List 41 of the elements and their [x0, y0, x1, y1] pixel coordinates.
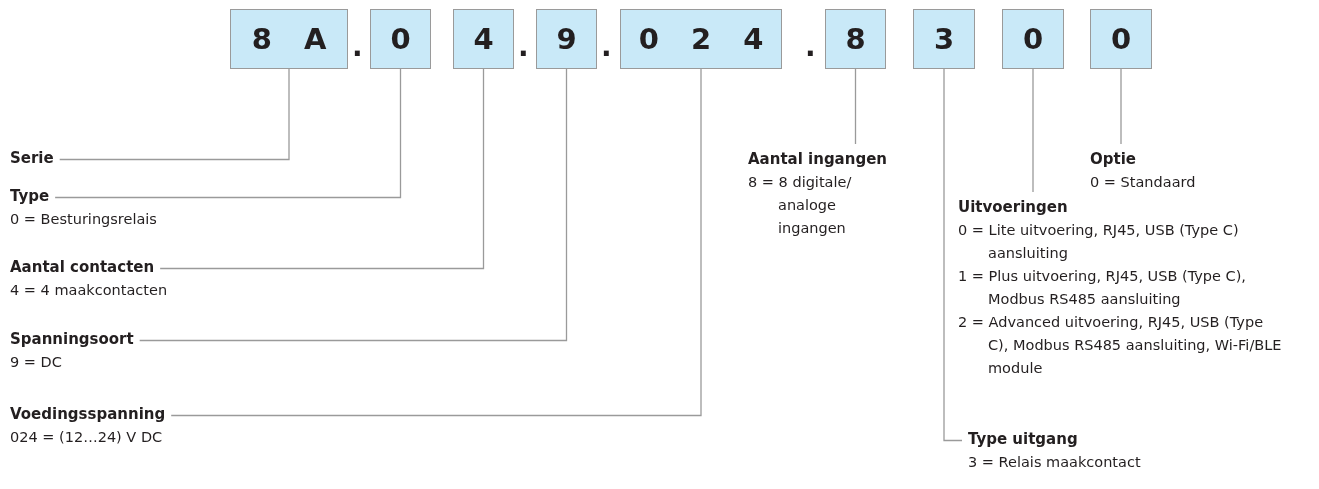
separator-dot: . — [352, 30, 363, 63]
code-digit-box: 0 — [1002, 9, 1064, 69]
leader-line — [1032, 68, 1034, 193]
code-digit-box: 8 A — [230, 9, 348, 69]
leader-line — [54, 68, 402, 199]
code-digit-box: 3 — [913, 9, 975, 69]
code-value-description: 0 = Standaard — [1090, 173, 1196, 192]
field-heading: Uitvoeringen — [958, 197, 1068, 218]
field-heading: Aantal contacten — [10, 257, 155, 278]
separator-dot: . — [805, 30, 816, 63]
field-heading: Spanningsoort — [10, 329, 134, 350]
code-value-description: 2 = Advanced uitvoering, RJ45, USB (Type C), Modbus RS485 aansluiting, Wi-Fi/BLE module — [958, 313, 1283, 378]
leader-line — [1120, 68, 1122, 145]
code-value-description: 0 = Lite uitvoering, RJ45, USB (Type C) aansluiting — [958, 221, 1240, 263]
leader-line — [139, 68, 568, 342]
field-heading: Type uitgang — [968, 429, 1078, 450]
separator-dot: . — [518, 30, 529, 63]
field-heading: Optie — [1090, 149, 1136, 170]
code-digit-box: 8 — [825, 9, 886, 69]
code-value-description: 3 = Relais maakcontact — [968, 453, 1141, 472]
code-digit-box: 4 — [453, 9, 514, 69]
code-digit-box: 0 — [1090, 9, 1152, 69]
code-value-description: 1 = Plus uitvoering, RJ45, USB (Type C), Modbus RS485 aansluiting — [958, 267, 1247, 309]
separator-dot: . — [601, 30, 612, 63]
leader-line — [943, 68, 963, 442]
code-digit-box: 9 — [536, 9, 597, 69]
code-digit-box: 0 — [370, 9, 431, 69]
code-digit-box: 0 2 4 — [620, 9, 782, 69]
field-heading: Type — [10, 186, 50, 207]
code-value-description: 0 = Besturingsrelais — [10, 210, 157, 229]
code-value-description: 4 = 4 maakcontacten — [10, 281, 168, 300]
field-heading: Voedingsspanning — [10, 404, 166, 425]
leader-line — [159, 68, 485, 270]
leader-line — [59, 68, 290, 161]
code-value-description: 8 = 8 digitale/ analoge ingangen — [748, 173, 853, 238]
code-value-description: 024 = (12…24) V DC — [10, 428, 164, 447]
code-value-description: 9 = DC — [10, 353, 63, 372]
field-heading: Aantal ingangen — [748, 149, 887, 170]
field-heading: Serie — [10, 148, 54, 169]
leader-line — [170, 68, 702, 417]
leader-line — [854, 68, 857, 145]
